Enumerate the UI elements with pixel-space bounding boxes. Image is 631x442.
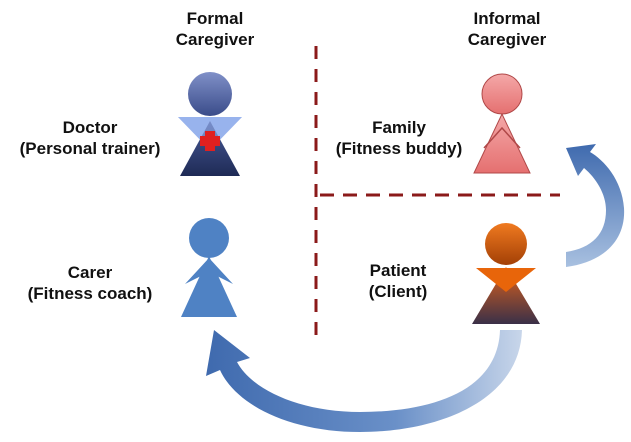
informal-header-line2: Caregiver [467, 30, 547, 49]
family-label: Family (Fitness buddy) [322, 117, 476, 159]
family-figure-icon [473, 73, 531, 174]
doctor-figure-icon [178, 72, 242, 176]
formal-caregiver-header: Formal Caregiver [160, 8, 270, 50]
carer-title: Carer [67, 263, 113, 282]
patient-subtitle: (Client) [368, 282, 428, 301]
carer-label: Carer (Fitness coach) [10, 262, 170, 304]
informal-caregiver-header: Informal Caregiver [452, 8, 562, 50]
doctor-label: Doctor (Personal trainer) [2, 117, 178, 159]
formal-header-line2: Caregiver [175, 30, 255, 49]
carer-figure-icon [181, 218, 237, 317]
patient-label: Patient (Client) [350, 260, 446, 302]
patient-to-carer-arrow-icon [206, 330, 522, 432]
formal-header-line1: Formal [186, 9, 244, 28]
carer-subtitle: (Fitness coach) [27, 284, 153, 303]
patient-to-family-arrow-icon [566, 144, 625, 267]
patient-figure-icon [472, 223, 540, 324]
informal-header-line1: Informal [473, 9, 541, 28]
patient-title: Patient [369, 261, 427, 280]
doctor-subtitle: (Personal trainer) [19, 139, 161, 158]
family-title: Family [372, 118, 426, 137]
doctor-title: Doctor [62, 118, 118, 137]
family-subtitle: (Fitness buddy) [335, 139, 463, 158]
